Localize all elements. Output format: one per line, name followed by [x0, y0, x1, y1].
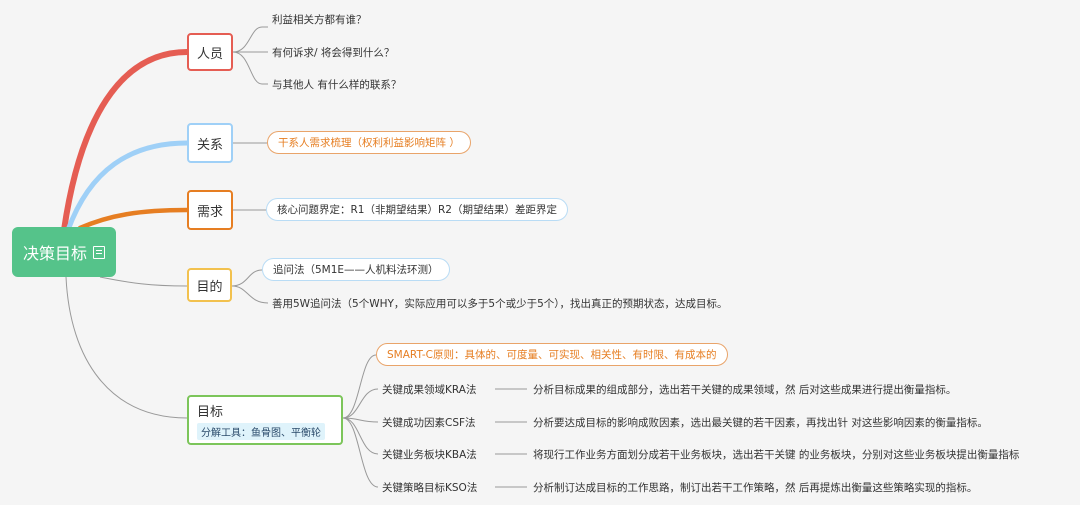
note-icon	[93, 245, 105, 259]
goal-tool-label: 分解工具：鱼骨图、平衡轮	[197, 422, 325, 440]
edge-people	[61, 49, 190, 233]
branch-goal-label: 目标	[197, 404, 224, 420]
people-item-2: 有何诉求/ 将会得到什么？	[272, 47, 395, 59]
people-item-1: 利益相关方都有谁？	[272, 14, 367, 26]
branch-demand[interactable]: 需求	[187, 190, 233, 230]
branch-relation-label: 关系	[196, 137, 223, 153]
goal-smart-principle: SMART-C原则：具体的、可度量、可实现、相关性、有时限、有成本的	[376, 343, 728, 366]
branch-demand-label: 需求	[196, 204, 223, 220]
edge-demand	[77, 207, 190, 231]
method-kra-desc: 分析目标成果的组成部分，选出若干关键的成果领域，然 后对这些成果进行提出衡量指标…	[533, 384, 957, 396]
branch-purpose[interactable]: 目的	[187, 268, 232, 302]
method-kso-desc: 分析制订达成目标的工作思路，制订出若干工作策略，然 后再提炼出衡量这些策略实现的…	[533, 482, 978, 494]
root-node[interactable]: 决策目标	[12, 227, 116, 277]
branch-people[interactable]: 人员	[187, 33, 233, 71]
edge-purpose	[99, 276, 188, 287]
method-csf-name: 关键成功因素CSF法	[382, 417, 476, 429]
method-kba-desc: 将现行工作业务方面划分成若干业务板块，选出若干关键 的业务板块，分别对这些业务板…	[533, 449, 1020, 461]
branch-goal[interactable]: 目标 分解工具：鱼骨图、平衡轮	[187, 395, 343, 445]
root-label: 决策目标	[22, 244, 87, 263]
branch-people-label: 人员	[196, 46, 223, 62]
branch-purpose-label: 目的	[196, 279, 223, 295]
edge-relation	[65, 140, 190, 233]
purpose-item-2: 善用5W追问法（5个WHY，实际应用可以多于5个或少于5个），找出真正的预期状态…	[272, 298, 728, 310]
method-csf-desc: 分析要达成目标的影响成败因素，选出最关键的若干因素，再找出针 对这些影响因素的衡…	[533, 417, 988, 429]
people-item-3: 与其他人 有什么样的联系？	[272, 79, 402, 91]
method-kra-name: 关键成果领域KRA法	[382, 384, 477, 396]
purpose-item-1: 追问法（5M1E——人机料法环测）	[262, 258, 450, 281]
method-kso-name: 关键策略目标KSO法	[382, 482, 478, 494]
method-kba-name: 关键业务板块KBA法	[382, 449, 477, 461]
demand-item-1: 核心问题界定：R1（非期望结果）R2（期望结果）差距界定	[266, 198, 568, 221]
edge-goal	[65, 276, 188, 419]
relation-item-1: 干系人需求梳理（权利利益影响矩阵 ）	[267, 131, 471, 154]
branch-relation[interactable]: 关系	[187, 123, 233, 163]
